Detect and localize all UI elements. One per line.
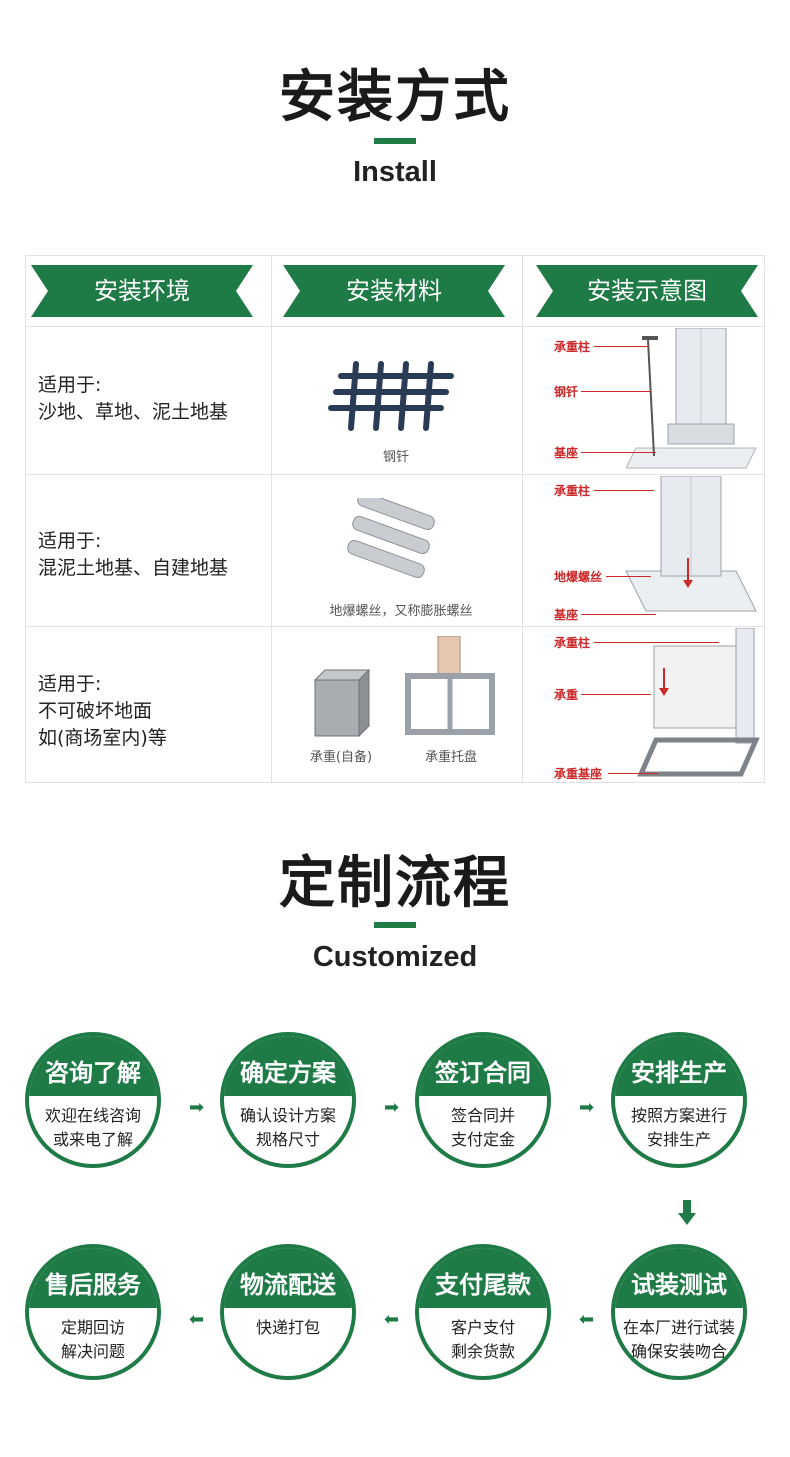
step-sign-contract: 签订合同 签合同并支付定金 — [415, 1032, 551, 1168]
step-logistics: 物流配送 快递打包 — [220, 1244, 356, 1380]
row3-diagram-label-base: 承重基座 — [554, 767, 603, 781]
arrow-down-icon — [678, 1200, 696, 1225]
custom-title-bar — [374, 922, 416, 928]
install-title: 安装方式 — [279, 65, 511, 130]
row2-diagram-label-base: 基座 — [554, 608, 579, 622]
row1-diagram-label-column: 承重柱 — [554, 340, 591, 354]
row3-environment: 适用于: 不可破坏地面 如(商场室内)等 — [38, 673, 167, 749]
step-final-payment: 支付尾款 客户支付剩余货款 — [415, 1244, 551, 1380]
row3-caption-tray: 承重托盘 — [424, 750, 477, 765]
header-install-environment: 安装环境 — [31, 265, 253, 317]
install-title-bar — [374, 138, 416, 144]
bolt-install-diagram — [625, 476, 757, 612]
install-subtitle: Install — [353, 156, 437, 188]
custom-title: 定制流程 — [279, 851, 511, 916]
arrow-right-icon: ➡ — [579, 1097, 595, 1118]
step-consult: 咨询了解 欢迎在线咨询或来电了解 — [25, 1032, 161, 1168]
row3-diagram-label-column: 承重柱 — [554, 636, 591, 650]
arrow-left-icon: ⬅ — [579, 1309, 595, 1330]
step-after-sales: 售后服务 定期回访解决问题 — [25, 1244, 161, 1380]
row1-diagram-label-base: 基座 — [554, 446, 579, 460]
steel-spike-icon — [328, 361, 454, 431]
row3-diagram-label-weight: 承重 — [554, 688, 579, 702]
row1-environment: 适用于: 沙地、草地、泥土地基 — [38, 374, 229, 423]
step-trial-test: 试装测试 在本厂进行试装确保安装吻合 — [611, 1244, 747, 1380]
header-install-diagram: 安装示意图 — [536, 265, 758, 317]
custom-subtitle: Customized — [312, 941, 478, 973]
row2-diagram-label-column: 承重柱 — [554, 484, 591, 498]
weight-tray-icon — [405, 636, 495, 735]
row1-caption: 钢钎 — [382, 450, 409, 465]
row1-diagram-label-spike: 钢钎 — [554, 385, 579, 399]
row2-diagram-label-bolt: 地爆螺丝 — [554, 570, 603, 584]
step-confirm-plan: 确定方案 确认设计方案规格尺寸 — [220, 1032, 356, 1168]
weight-install-diagram — [637, 628, 760, 777]
arrow-left-icon: ⬅ — [189, 1309, 205, 1330]
arrow-right-icon: ➡ — [384, 1097, 400, 1118]
install-table: 安装环境 安装材料 安装示意图 适用于: 沙地、草地、泥土地基 钢钎 承重柱 — [25, 255, 765, 783]
header-install-material: 安装材料 — [283, 265, 505, 317]
step-production: 安排生产 按照方案进行安排生产 — [611, 1032, 747, 1168]
spike-install-diagram — [626, 328, 757, 469]
expansion-bolt-icon — [347, 498, 435, 579]
arrow-left-icon: ⬅ — [384, 1309, 400, 1330]
row2-environment: 适用于: 混泥土地基、自建地基 — [38, 530, 229, 579]
row2-caption: 地爆螺丝，又称膨胀螺丝 — [329, 604, 473, 619]
arrow-right-icon: ➡ — [189, 1097, 205, 1118]
row3-caption-weight: 承重(自备) — [309, 750, 373, 765]
counterweight-block-icon — [313, 668, 371, 738]
